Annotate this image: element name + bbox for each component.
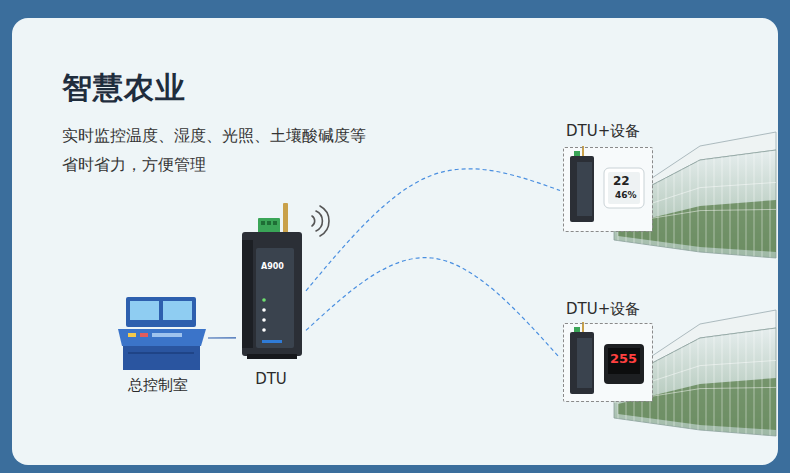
dtu-device [242,232,302,356]
dtu-device [262,318,266,322]
dtu-device [256,248,294,348]
text-holder: DTU+设备 [560,300,656,319]
greenhouse [666,178,667,247]
mini-dtu [570,146,594,394]
dtu-device [262,328,266,332]
text-holder: 总控制室 [108,376,208,395]
greenhouse [738,155,739,255]
mini-dtu [577,338,592,388]
sensor-display [604,168,644,208]
subtitle: 实时监控温度、湿度、光照、土壤酸碱度等 省时省力，方便管理 [62,121,384,179]
dtu-device [258,218,280,234]
greenhouse [722,335,723,432]
dtu-device [283,203,288,235]
wireless-signal [320,206,329,236]
dtu-device [242,240,253,348]
control-console [128,352,194,354]
device-frame-ground [563,147,652,401]
wireless-signal [316,211,322,231]
dtu-device [267,221,271,225]
control-console [123,346,200,370]
text-holder: DTU+设备 [560,122,656,141]
control-console [140,333,148,337]
greenhouse [754,331,755,434]
dtu-device [262,298,266,302]
text-holder: DTU [236,370,306,388]
device-group: DTU+设备 [560,118,656,233]
equipment-label-box: DTU [236,222,306,394]
control-console [128,333,136,337]
sensor-display [608,172,640,204]
greenhouse [698,161,699,252]
greenhouse [658,360,659,424]
greenhouse [762,152,763,257]
sensor-display [604,344,644,384]
dtu-device [273,221,277,225]
dtu-device [262,340,282,343]
wireless-link [306,169,560,291]
device-model: A900 [261,262,284,271]
mini-dtu [577,162,592,216]
control-console [130,301,159,320]
greenhouse [682,169,683,249]
greenhouse [770,329,771,436]
title: 智慧农业 [62,68,186,109]
dtu-device [262,308,266,312]
greenhouse [714,336,715,431]
control-console [152,333,182,337]
greenhouse [730,156,731,254]
greenhouse [698,339,699,430]
dtu-device [261,221,265,225]
display-reading: 46% [615,190,637,200]
dashed-frame [563,323,653,402]
dtu-device [247,354,297,359]
greenhouse [658,182,659,246]
node-label: DTU+设备 [566,300,656,319]
device-frame-ground [563,323,652,401]
mini-dtu [570,156,594,222]
greenhouse [682,347,683,427]
node-label: DTU+设备 [566,122,656,141]
control-console [118,297,206,370]
wireless-signal [312,206,329,236]
greenhouse [714,158,715,253]
greenhouse [666,356,667,425]
greenhouse [706,159,707,252]
greenhouse [746,332,747,434]
wireless-signal [312,216,315,226]
control-console [118,329,206,346]
wireless-link [306,258,560,358]
display-reading: 255 [610,352,637,367]
node-label: 总控制室 [108,376,208,395]
greenhouse [762,330,763,435]
dtu-device [242,203,302,359]
dashed-frame [563,147,653,232]
device-group: DTU+设备 [560,296,656,403]
greenhouse [738,333,739,433]
greenhouse [690,165,691,250]
panel [12,18,778,465]
sensor-display [604,168,644,384]
display-reading: 22 [613,175,630,189]
device-frame-ground [563,147,652,231]
equipment-label-box: 总控制室 [108,296,208,401]
greenhouse [730,334,731,432]
mini-dtu [570,332,594,394]
sensor-display [608,348,640,374]
greenhouse [770,151,771,258]
control-console [126,297,196,327]
control-console [163,301,192,320]
greenhouse [746,154,747,256]
greenhouse [722,157,723,254]
greenhouse [674,174,675,249]
node-label: DTU [236,370,306,388]
greenhouse [690,343,691,428]
cable-link [208,337,236,338]
greenhouse [674,352,675,427]
greenhouse [706,337,707,430]
greenhouse [754,153,755,256]
